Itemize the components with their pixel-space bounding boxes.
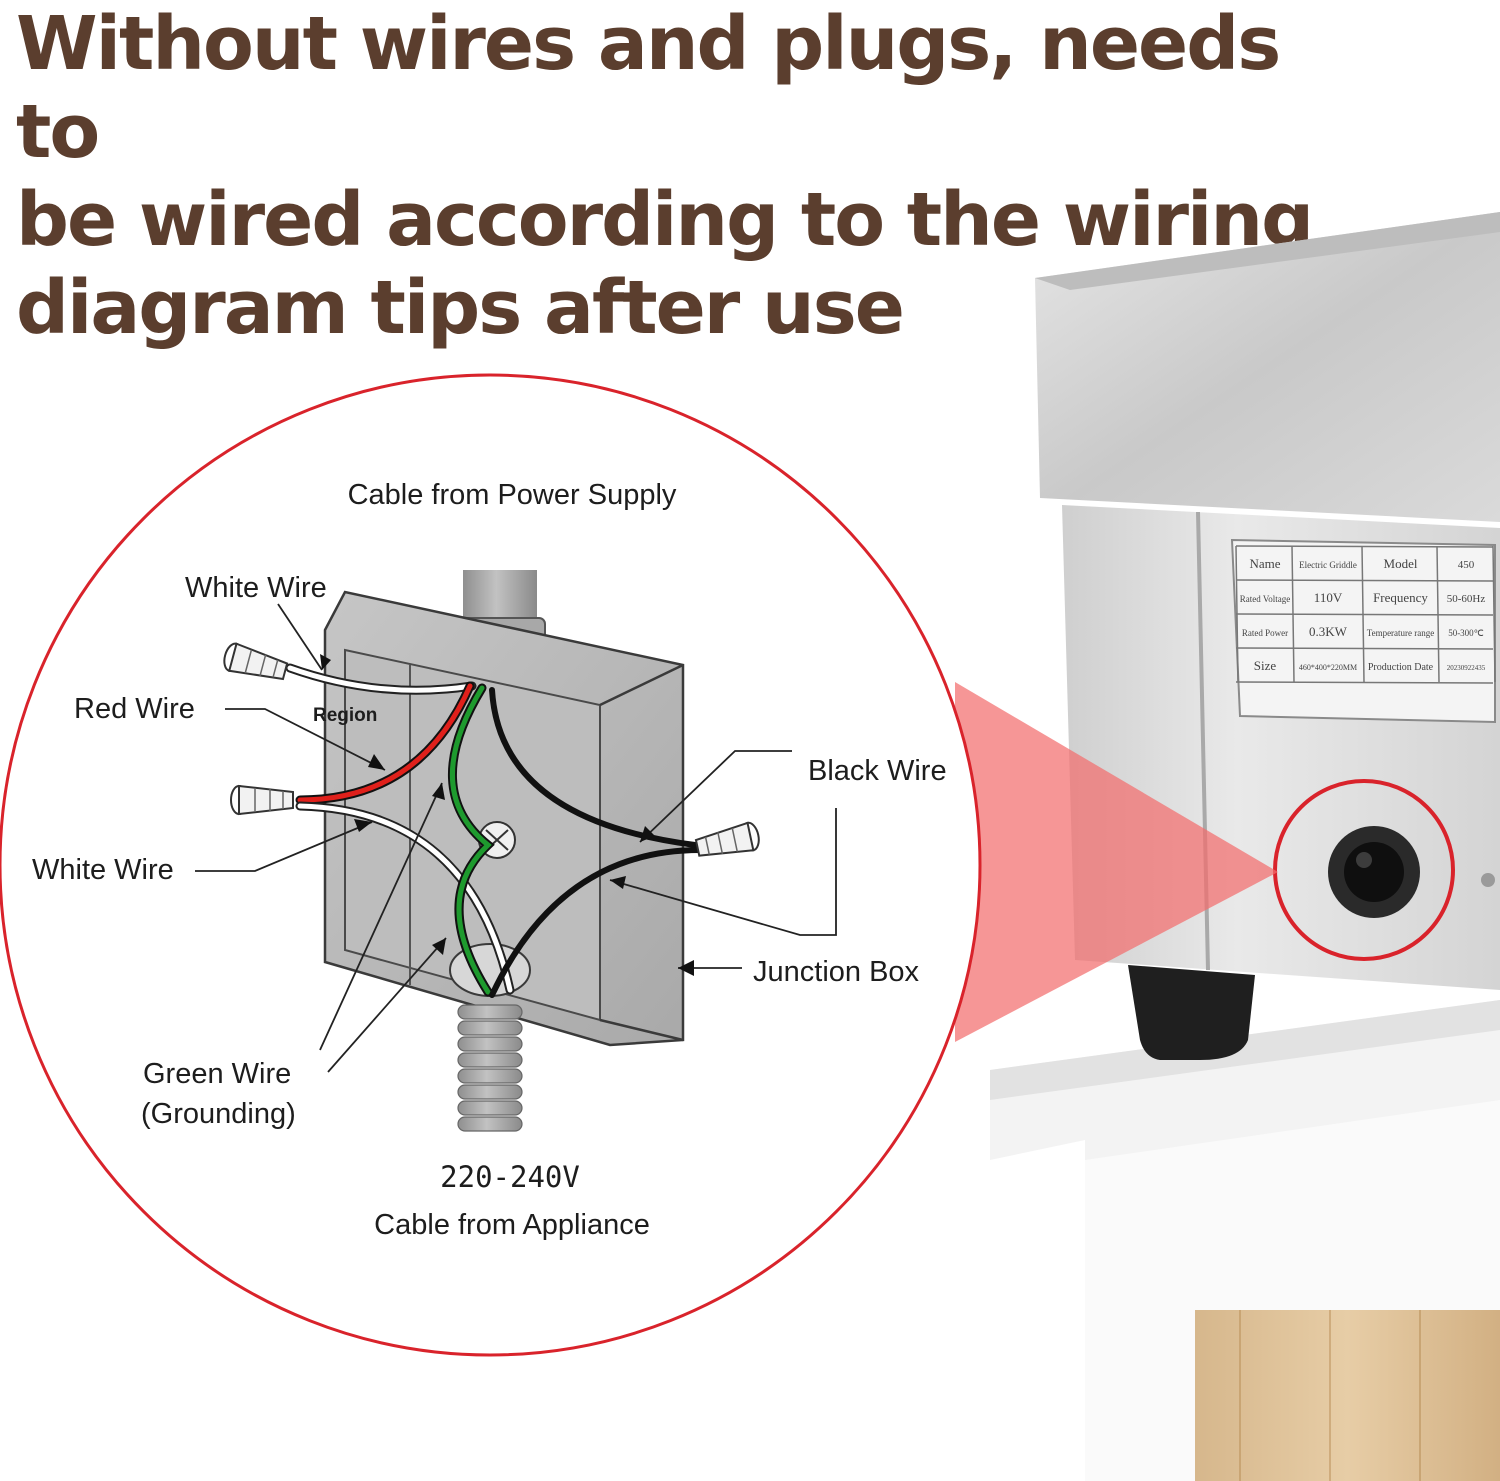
nameplate-cell: 20230922435 — [1447, 664, 1486, 672]
conduit-ring — [457, 1068, 523, 1084]
nameplate-cell: Electric Griddle — [1299, 560, 1357, 570]
headline-line-1: Without wires and plugs, needs to — [16, 1, 1281, 175]
wire-nut-left-icon — [230, 784, 294, 816]
port-highlight-circle — [1273, 779, 1455, 961]
grounding-label: (Grounding) — [141, 1098, 296, 1130]
conduit-ring — [457, 1100, 523, 1116]
cabinet-wood-panel — [1195, 1310, 1500, 1481]
arrowheads — [320, 654, 694, 976]
black-wire-bottom — [489, 847, 703, 998]
power-supply-caption: Cable from Power Supply — [348, 479, 677, 511]
nameplate-cell: Model — [1384, 556, 1418, 571]
highlight-beam — [955, 682, 1278, 1042]
conduit-ring — [457, 1020, 523, 1036]
nameplate-cell: 0.3KW — [1309, 624, 1348, 639]
black-wire-label: Black Wire — [808, 755, 947, 787]
leader-lines — [195, 603, 837, 1073]
wire-nut-right-icon — [694, 821, 760, 857]
conduit-ring — [457, 1084, 523, 1100]
nameplate-cell: Name — [1249, 556, 1280, 571]
griddle-foot — [1128, 965, 1255, 1060]
red-wire-label: Red Wire — [74, 693, 195, 725]
conduit-ring — [457, 1052, 523, 1068]
conduit-ring — [457, 1116, 523, 1132]
region-label: Region — [313, 705, 377, 726]
conduit-ring — [457, 1004, 523, 1020]
nameplate-cell: Rated Voltage — [1240, 594, 1290, 604]
screw-icon — [1481, 873, 1495, 887]
nameplate-cell: 110V — [1314, 590, 1343, 605]
conduit-ring — [457, 1036, 523, 1052]
voltage-label: 220-240V — [440, 1160, 580, 1194]
appliance-caption: Cable from Appliance — [374, 1209, 650, 1241]
nameplate-cell: Frequency — [1373, 590, 1428, 605]
wire-nut-top-icon — [223, 642, 289, 681]
nameplate-cell: 450 — [1458, 559, 1475, 571]
white-wire-top-label: White Wire — [185, 572, 327, 604]
headline-line-3: diagram tips after use — [16, 265, 905, 351]
headline: Without wires and plugs, needs to be wir… — [16, 0, 1316, 352]
nameplate-cell: 460*400*220MM — [1299, 663, 1357, 672]
nameplate-cell: 50-60Hz — [1447, 593, 1486, 605]
wires — [285, 663, 703, 998]
white-wire-left-label: White Wire — [32, 854, 174, 886]
nameplate-cell: Temperature range — [1367, 628, 1435, 638]
nameplate-cell: Rated Power — [1242, 628, 1288, 638]
griddle-top — [1035, 212, 1500, 522]
nameplate-cell: Production Date — [1368, 662, 1434, 673]
nameplate-cell: 50-300℃ — [1448, 628, 1484, 638]
green-wire-label: Green Wire — [143, 1058, 291, 1090]
nameplate-cell: Size — [1254, 658, 1277, 673]
headline-line-2: be wired according to the wiring — [16, 177, 1314, 263]
lower-conduit — [457, 1004, 523, 1132]
junction-box-label: Junction Box — [753, 956, 920, 988]
